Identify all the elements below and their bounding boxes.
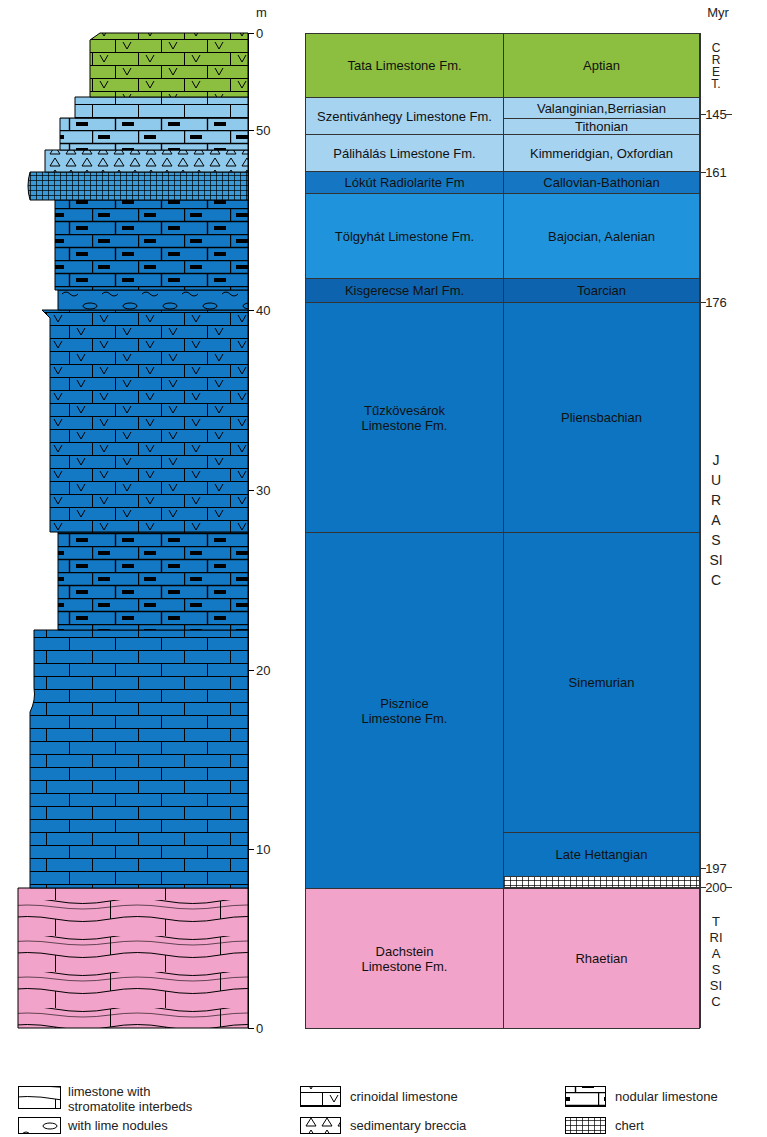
band-label: Bajocian, Aalenian — [548, 229, 655, 244]
period-label: JURASSIC — [709, 450, 723, 590]
band-label: Pisznice Limestone Fm. — [350, 696, 460, 726]
scale-number: 161 — [705, 165, 727, 180]
legend-text: sedimentary breccia — [350, 1118, 550, 1133]
scale-number: m — [256, 5, 267, 20]
stratigraphic-band: Pálihálás Limestone Fm. — [305, 134, 504, 172]
scale-number: Myr — [707, 5, 729, 20]
stratigraphic-band: Kimmeridgian, Oxfordian — [503, 134, 700, 172]
stratigraphic-band: Szentivánhegy Limestone Fm. — [305, 97, 504, 135]
metre-scale — [248, 33, 254, 1029]
scale-number: 0 — [256, 1021, 263, 1036]
band-label: Sinemurian — [569, 675, 635, 690]
scale-number: 10 — [256, 842, 270, 857]
stratigraphic-band: Valanginian,Berriasian — [503, 97, 700, 119]
scale-number: 197 — [705, 861, 727, 876]
band-label: Tithonian — [575, 119, 628, 134]
chert-strip — [504, 877, 700, 888]
band-label: Kimmeridgian, Oxfordian — [530, 146, 673, 161]
band-label: Tűzkövesárok Limestone Fm. — [345, 403, 465, 433]
band-label: Late Hettangian — [556, 847, 648, 862]
band-label: Pliensbachian — [561, 410, 642, 425]
stratigraphic-band: Late Hettangian — [503, 832, 700, 877]
legend-text: limestone with stromatolite interbeds — [68, 1084, 218, 1114]
scale-number: 30 — [256, 483, 270, 498]
band-label: Callovian-Bathonian — [543, 175, 659, 190]
stratigraphic-band: Pisznice Limestone Fm. — [305, 532, 504, 889]
band-label: Toarcian — [577, 283, 626, 298]
stratigraphic-band: Kisgerecse Marl Fm. — [305, 278, 504, 303]
stratigraphic-band: Lókút Radiolarite Fm — [305, 171, 504, 194]
band-label: Pálihálás Limestone Fm. — [333, 146, 475, 161]
stratigraphic-band: Toarcian — [503, 278, 700, 303]
scale-number: 145 — [705, 107, 727, 122]
stratigraphic-band: Bajocian, Aalenian — [503, 193, 700, 279]
legend-text: nodular limestone — [615, 1089, 765, 1104]
scale-number: 50 — [256, 123, 270, 138]
stratigraphic-band: Tata Limestone Fm. — [305, 33, 504, 98]
lithology-column — [18, 33, 248, 1028]
stratigraphic-band: Dachstein Limestone Fm. — [305, 888, 504, 1029]
scale-number: 176 — [705, 295, 727, 310]
period-label: CRET. — [710, 42, 722, 90]
scale-number: 20 — [256, 663, 270, 678]
time-scale — [700, 33, 732, 1028]
stratigraphic-band: Rhaetian — [503, 888, 700, 1029]
band-label: Aptian — [583, 58, 620, 73]
stratigraphic-band: Tölgyhát Limestone Fm. — [305, 193, 504, 279]
scale-number: 0 — [256, 26, 263, 41]
scale-number: 200 — [705, 880, 727, 895]
stratigraphic-band: Callovian-Bathonian — [503, 171, 700, 194]
stratigraphic-band: Tithonian — [503, 118, 700, 135]
stratigraphic-band: Sinemurian — [503, 532, 700, 833]
period-label: TRIASSIC — [710, 914, 723, 1010]
legend-text: chert — [615, 1118, 765, 1133]
band-label: Valanginian,Berriasian — [537, 101, 666, 116]
band-label: Szentivánhegy Limestone Fm. — [317, 109, 492, 124]
scale-number: 40 — [256, 303, 270, 318]
stratigraphic-band: Aptian — [503, 33, 700, 98]
stratigraphic-band: Pliensbachian — [503, 302, 700, 533]
band-label: Rhaetian — [575, 951, 627, 966]
band-label: Tölgyhát Limestone Fm. — [335, 229, 474, 244]
legend-text: crinoidal limestone — [350, 1089, 550, 1104]
stratigraphic-band: Tűzkövesárok Limestone Fm. — [305, 302, 504, 533]
band-label: Tata Limestone Fm. — [347, 58, 461, 73]
band-label: Kisgerecse Marl Fm. — [345, 283, 464, 298]
chert-strip — [503, 876, 700, 888]
legend-text: with lime nodules — [68, 1118, 268, 1133]
band-label: Dachstein Limestone Fm. — [345, 944, 465, 974]
band-label: Lókút Radiolarite Fm — [345, 175, 465, 190]
